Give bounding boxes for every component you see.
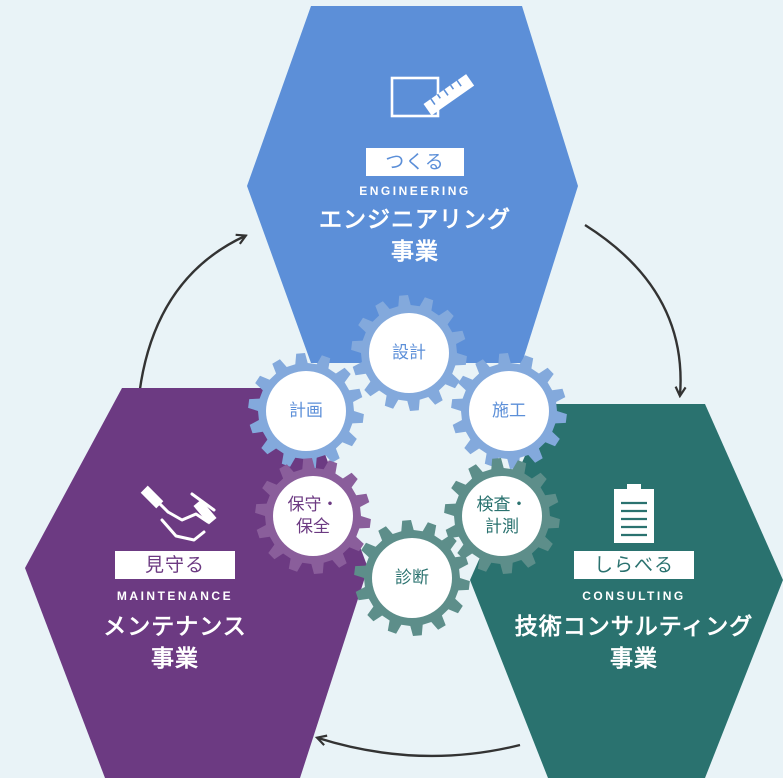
gear-planning <box>248 353 364 469</box>
consulting-pill: しらべる <box>574 551 694 579</box>
gear-design <box>351 295 467 411</box>
gear-planning-center <box>266 371 346 451</box>
gear-inspection <box>444 458 560 574</box>
maintenance-en-label: MAINTENANCE <box>116 589 234 603</box>
gear-label-maintenance: 保守・ 保全 <box>268 494 358 538</box>
gear-label-inspection-line1: 検査・ <box>476 495 528 515</box>
consulting-en-label: CONSULTING <box>582 589 686 603</box>
arrow-maintenance-to-engineering <box>136 236 245 406</box>
gear-maintenance-center <box>273 476 353 556</box>
gear-maintenance <box>255 458 371 574</box>
consulting-jp-line1: 技術コンサルティング <box>514 614 754 640</box>
consulting-text-block: しらべる CONSULTING 技術コンサルティング 事業 <box>509 551 759 675</box>
gear-label-design: 設計 <box>392 343 426 363</box>
engineering-jp-title: エンジニアリング 事業 <box>300 204 530 268</box>
maintenance-pill: 見守る <box>115 551 235 579</box>
gear-diagnosis-center <box>372 538 452 618</box>
gear-construction-center <box>469 371 549 451</box>
maintenance-jp-title: メンテナンス 事業 <box>60 611 290 675</box>
maintenance-text-block: 見守る MAINTENANCE メンテナンス 事業 <box>60 551 290 675</box>
engineering-text-block: つくる ENGINEERING エンジニアリング 事業 <box>300 148 530 268</box>
gear-label-construction: 施工 <box>492 401 526 421</box>
maintenance-jp-line2: 事業 <box>151 646 199 672</box>
arrow-consulting-to-maintenance <box>318 738 521 758</box>
maintenance-jp-line1: メンテナンス <box>103 614 247 640</box>
gear-label-inspection-line2: 計測 <box>485 517 519 537</box>
gear-diagnosis <box>354 520 470 636</box>
gear-label-maintenance-line1: 保守・ <box>287 495 339 515</box>
gear-design-center <box>369 313 449 393</box>
engineering-jp-line2: 事業 <box>391 239 439 265</box>
consulting-jp-line2: 事業 <box>610 646 658 672</box>
engineering-jp-line1: エンジニアリング <box>319 207 511 233</box>
drafting-ruler-icon <box>390 74 475 118</box>
gear-inspection-center <box>462 476 542 556</box>
gear-construction <box>451 353 567 469</box>
gear-label-inspection: 検査・ 計測 <box>457 494 547 538</box>
consulting-jp-title: 技術コンサルティング 事業 <box>509 611 759 675</box>
clipboard-icon <box>614 484 654 543</box>
engineering-pill: つくる <box>366 148 464 176</box>
gear-label-diagnosis: 診断 <box>395 568 429 588</box>
engineering-en-label: ENGINEERING <box>359 184 471 198</box>
handshake-icon <box>140 485 217 542</box>
arrow-engineering-to-consulting <box>584 223 681 395</box>
gear-label-maintenance-line2: 保全 <box>296 517 330 537</box>
gear-label-planning: 計画 <box>289 401 323 421</box>
engineering-hexagon <box>247 6 578 363</box>
